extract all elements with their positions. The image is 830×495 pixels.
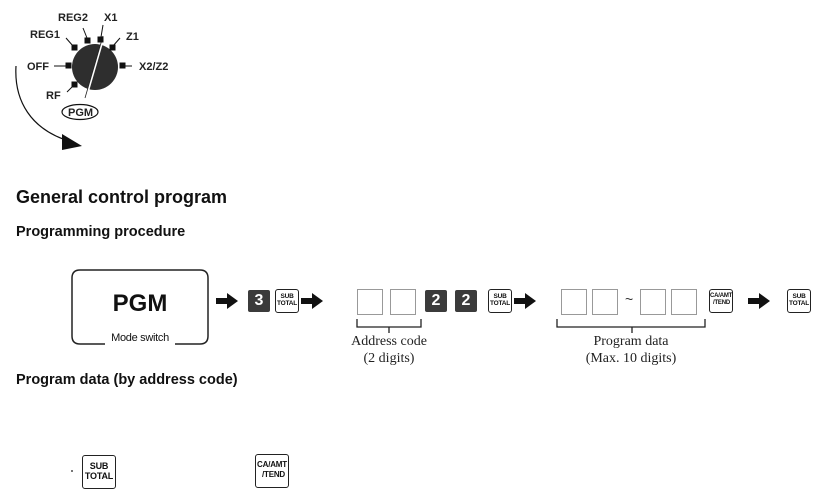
arrow-right-icon [514, 293, 536, 309]
key-2[interactable]: 2 [455, 290, 477, 312]
bullet-dot [71, 470, 73, 472]
arrow-right-icon [748, 293, 770, 309]
subtotal-key-line2: TOTAL [276, 300, 298, 307]
subtotal-key-line1: SUB [276, 293, 298, 300]
address-code-bracket [355, 319, 423, 333]
dial-label-reg2: REG2 [58, 12, 88, 24]
dial-label-rf: RF [46, 90, 61, 102]
ca-amt-tend-key-line2: /TEND [256, 470, 288, 480]
address-code-caption-line2: (2 digits) [339, 350, 439, 367]
address-digit-box-2 [390, 289, 416, 315]
program-data-caption-line2: (Max. 10 digits) [571, 350, 691, 367]
subtotal-key[interactable]: SUB TOTAL [275, 289, 299, 313]
subtotal-key[interactable]: SUB TOTAL [787, 289, 811, 313]
subtotal-key-line1: SUB [83, 461, 115, 471]
range-tilde: ~ [625, 291, 633, 307]
subtotal-key-line2: TOTAL [83, 471, 115, 481]
program-data-bracket [555, 319, 707, 333]
key-3[interactable]: 3 [248, 290, 270, 312]
ca-amt-tend-key-line1: CA/AMT [710, 293, 732, 300]
address-digit-box-1 [357, 289, 383, 315]
procedure-heading: Programming procedure [16, 224, 185, 240]
rotate-arrow-head-icon [62, 134, 82, 150]
section-heading: General control program [16, 187, 227, 208]
ca-amt-tend-key-large[interactable]: CA/AMT /TEND [255, 454, 289, 488]
subtotal-key-line2: TOTAL [489, 300, 511, 307]
program-digit-box-3 [640, 289, 666, 315]
program-data-caption-line1: Program data [571, 333, 691, 350]
rotate-arrow-curve [16, 66, 72, 142]
dial-label-pgm: PGM [68, 107, 93, 119]
program-data-heading: Program data (by address code) [16, 372, 238, 388]
subtotal-key-line1: SUB [489, 293, 511, 300]
subtotal-key-large[interactable]: SUB TOTAL [82, 455, 116, 489]
dial-label-z1: Z1 [126, 31, 139, 43]
ca-amt-tend-key-line2: /TEND [710, 300, 732, 307]
program-digit-box-2 [592, 289, 618, 315]
mode-switch-title: PGM [70, 290, 210, 318]
subtotal-key[interactable]: SUB TOTAL [488, 289, 512, 313]
arrow-right-icon [216, 293, 238, 309]
dial-label-reg1: REG1 [30, 29, 60, 41]
program-digit-box-1 [561, 289, 587, 315]
key-2[interactable]: 2 [425, 290, 447, 312]
dial-label-x2z2: X2/Z2 [139, 61, 168, 73]
subtotal-key-line1: SUB [788, 293, 810, 300]
ca-amt-tend-key-line1: CA/AMT [256, 460, 288, 470]
program-data-caption: Program data (Max. 10 digits) [571, 333, 691, 367]
address-code-caption: Address code (2 digits) [339, 333, 439, 367]
subtotal-key-line2: TOTAL [788, 300, 810, 307]
program-digit-box-4 [671, 289, 697, 315]
dial-label-x1: X1 [104, 12, 117, 24]
mode-switch-subtitle: Mode switch [70, 332, 210, 344]
mode-dial-diagram: REG2 X1 REG1 Z1 OFF X2/Z2 RF PGM [0, 0, 200, 160]
dial-label-off: OFF [27, 61, 49, 73]
ca-amt-tend-key[interactable]: CA/AMT /TEND [709, 289, 733, 313]
address-code-caption-line1: Address code [339, 333, 439, 350]
arrow-right-icon [301, 293, 323, 309]
mode-switch-box: PGM Mode switch [70, 268, 210, 352]
